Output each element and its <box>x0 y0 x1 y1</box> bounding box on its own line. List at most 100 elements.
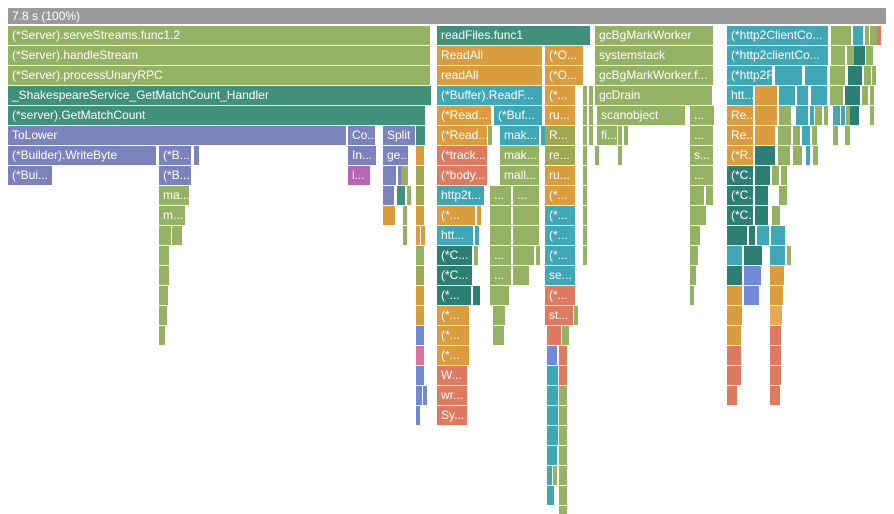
flame-frame[interactable] <box>805 66 827 85</box>
flame-frame[interactable] <box>416 246 424 265</box>
flame-frame[interactable] <box>553 466 557 485</box>
flame-frame[interactable] <box>547 406 558 425</box>
flame-frame[interactable]: (*C... <box>727 186 753 205</box>
flame-frame[interactable] <box>493 306 505 325</box>
flame-frame[interactable]: http2t... <box>437 186 484 205</box>
flame-frame[interactable]: _ShakespeareService_GetMatchCount_Handle… <box>8 86 431 105</box>
flame-frame[interactable] <box>547 446 557 465</box>
flame-frame[interactable] <box>811 86 827 105</box>
flame-frame[interactable] <box>589 86 593 105</box>
flame-frame[interactable] <box>583 126 587 145</box>
flame-frame[interactable] <box>547 366 558 385</box>
flame-frame[interactable] <box>618 146 622 165</box>
flame-frame[interactable] <box>178 226 182 245</box>
flame-frame[interactable] <box>755 146 775 165</box>
flame-frame[interactable] <box>810 106 814 125</box>
flame-frame[interactable] <box>770 386 780 405</box>
flame-frame[interactable] <box>690 186 704 205</box>
flame-frame[interactable] <box>830 66 845 85</box>
flame-frame[interactable] <box>416 306 424 325</box>
flame-frame[interactable]: (*O... <box>545 66 583 85</box>
flame-frame[interactable]: (*http2clientCo... <box>727 46 828 65</box>
flame-frame[interactable] <box>618 126 622 145</box>
flame-frame[interactable] <box>159 286 168 305</box>
flame-frame[interactable] <box>778 146 790 165</box>
flame-frame[interactable]: ... <box>690 106 714 125</box>
flame-frame[interactable]: (*... <box>437 206 475 225</box>
flame-frame[interactable] <box>407 186 411 205</box>
flame-frame[interactable] <box>854 46 865 65</box>
flame-frame[interactable] <box>159 266 169 285</box>
flame-frame[interactable]: m... <box>159 206 185 225</box>
flame-frame[interactable] <box>864 66 871 85</box>
flame-frame[interactable]: Split <box>383 126 415 145</box>
flame-frame[interactable]: (*http2ClientCo... <box>727 26 828 45</box>
flame-frame[interactable] <box>770 306 782 325</box>
flame-frame[interactable] <box>559 486 567 505</box>
flame-frame[interactable] <box>547 326 561 345</box>
flame-frame[interactable]: (*B... <box>159 146 191 165</box>
flame-frame[interactable] <box>476 286 480 305</box>
flame-frame[interactable] <box>850 46 854 65</box>
flame-frame[interactable]: (*... <box>437 326 469 345</box>
flame-frame[interactable]: gcBgMarkWorker <box>595 26 713 45</box>
flame-frame[interactable] <box>550 486 554 505</box>
flame-frame[interactable]: ... <box>513 186 539 205</box>
flame-frame[interactable]: Sy... <box>437 406 467 425</box>
flame-frame[interactable] <box>787 246 791 265</box>
flame-frame[interactable] <box>796 106 808 125</box>
flame-frame[interactable] <box>845 86 860 105</box>
flame-frame[interactable] <box>853 26 863 45</box>
flame-frame[interactable] <box>401 166 405 185</box>
flame-frame[interactable]: mak... <box>500 126 539 145</box>
flame-frame[interactable]: (*R... <box>727 146 753 165</box>
flame-frame[interactable] <box>870 106 874 125</box>
flame-frame[interactable]: (*... <box>545 246 575 265</box>
flame-frame[interactable]: readAll <box>437 66 542 85</box>
flame-frame[interactable]: readFiles.func1 <box>437 26 590 45</box>
flame-frame[interactable]: Re... <box>727 106 753 125</box>
flame-frame[interactable] <box>770 326 781 345</box>
flame-frame[interactable]: (*Read... <box>437 126 487 145</box>
flame-frame[interactable] <box>416 166 424 185</box>
flame-frame[interactable] <box>848 66 862 85</box>
flame-frame[interactable]: mak... <box>500 146 539 165</box>
flame-frame[interactable]: (*C... <box>727 166 753 185</box>
flame-frame[interactable] <box>416 186 424 205</box>
flame-frame[interactable] <box>583 86 587 105</box>
flame-frame[interactable] <box>583 106 587 125</box>
flame-frame[interactable] <box>770 366 781 385</box>
flame-frame[interactable] <box>797 86 808 105</box>
flame-frame[interactable]: wr... <box>437 386 467 405</box>
flame-frame[interactable] <box>806 146 810 165</box>
flame-frame[interactable] <box>488 126 492 145</box>
flame-frame[interactable] <box>690 246 698 265</box>
flame-frame[interactable] <box>755 166 770 185</box>
flame-frame[interactable]: ToLower <box>8 126 346 145</box>
flame-frame[interactable] <box>624 126 628 145</box>
flame-frame[interactable] <box>833 126 838 145</box>
flame-frame[interactable] <box>770 346 781 365</box>
flame-frame[interactable]: (*track... <box>437 146 487 165</box>
flame-frame[interactable] <box>403 226 407 245</box>
flame-frame[interactable] <box>757 226 769 245</box>
flame-frame[interactable] <box>403 206 407 225</box>
flame-frame[interactable] <box>744 246 762 265</box>
flame-frame[interactable] <box>547 466 552 485</box>
flame-frame[interactable] <box>755 106 777 125</box>
flame-frame[interactable] <box>841 106 845 125</box>
flame-frame[interactable]: htt... <box>727 86 753 105</box>
flame-frame[interactable] <box>770 266 784 285</box>
flame-frame[interactable] <box>771 226 785 245</box>
flame-frame[interactable] <box>513 226 539 245</box>
flame-frame[interactable] <box>812 126 817 145</box>
flame-frame[interactable] <box>813 146 818 165</box>
flame-frame[interactable]: se... <box>545 266 575 285</box>
flame-frame[interactable] <box>559 446 567 465</box>
flame-frame[interactable] <box>744 266 761 285</box>
flame-frame[interactable] <box>846 106 850 125</box>
flame-frame[interactable] <box>865 26 869 45</box>
flame-frame[interactable] <box>536 246 540 265</box>
flame-frame[interactable]: s... <box>690 146 713 165</box>
flame-frame[interactable] <box>416 146 424 165</box>
